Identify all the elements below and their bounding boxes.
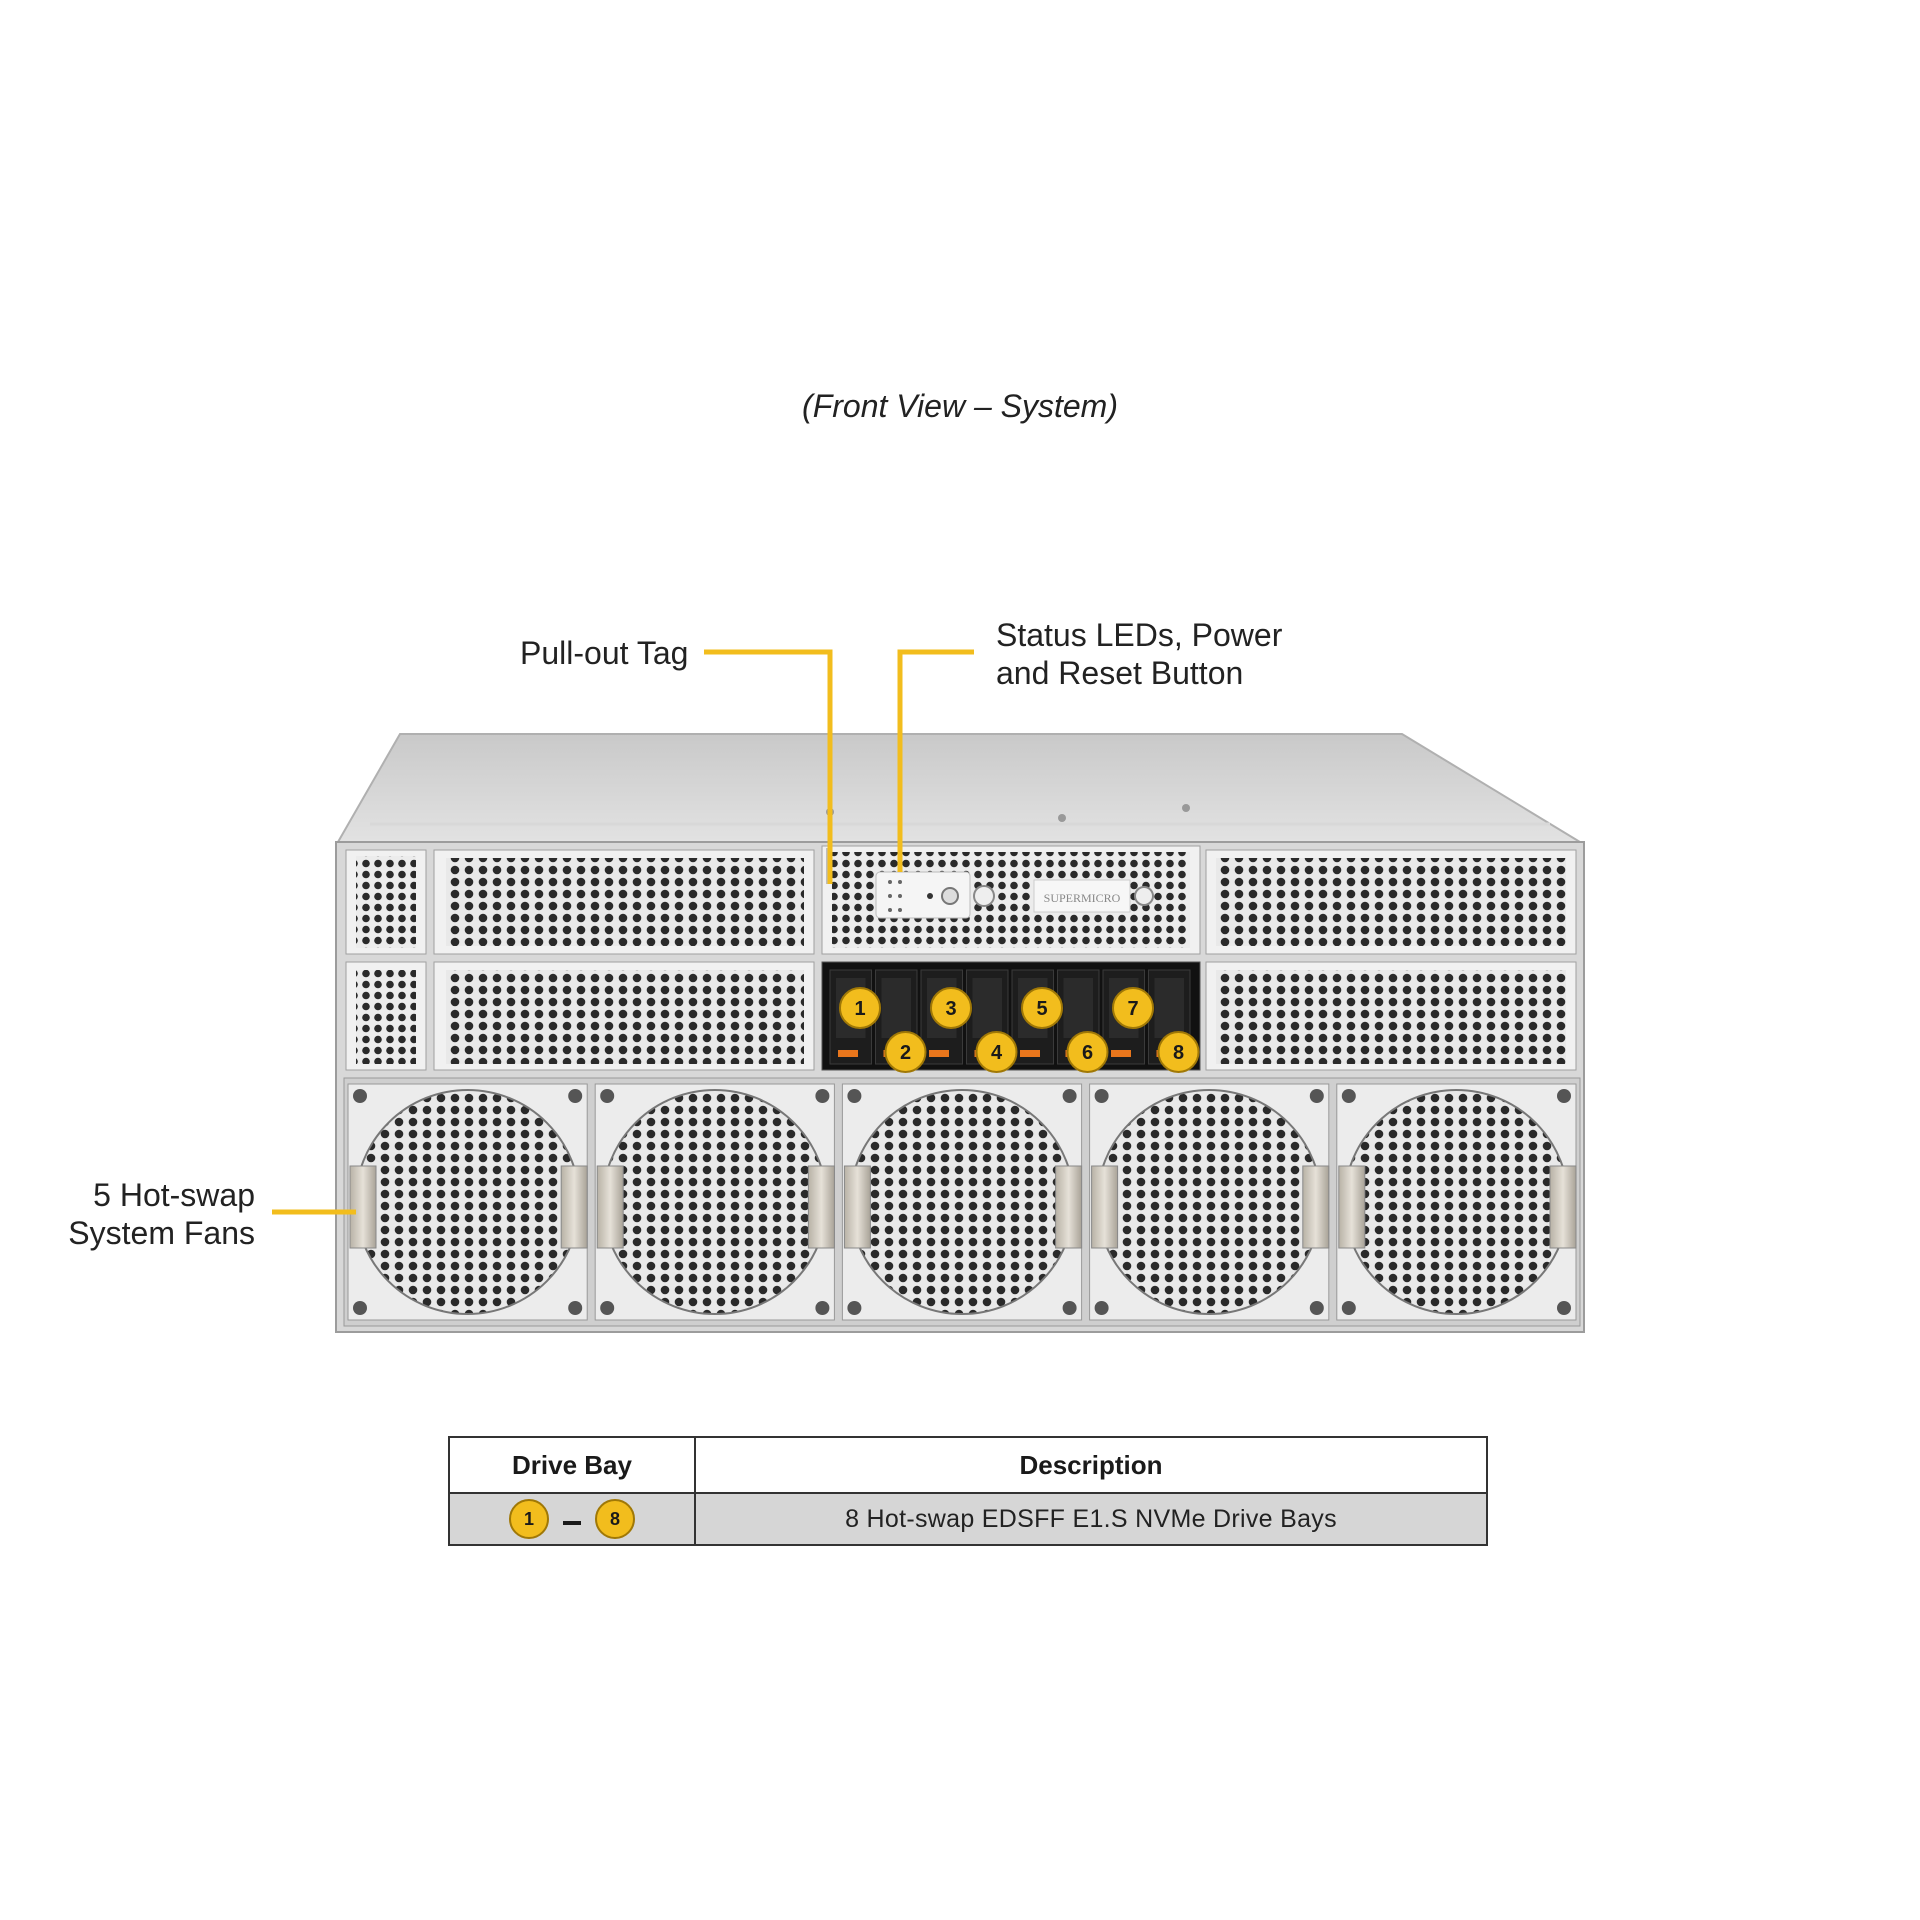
leader-pull-out-tag [704,649,833,884]
callout-fans-line2: System Fans [68,1215,255,1251]
badge-bay-start: 1 [509,1499,549,1539]
callout-fans-line1: 5 Hot-swap [93,1177,255,1213]
callout-pull-out-tag: Pull-out Tag [520,635,689,671]
drive-bay-table: Drive Bay Description 1 8 8 Hot-swap EDS… [448,1436,1488,1546]
brand-logo: SUPERMICRO [1044,891,1121,905]
drive-badge-6: 6 [1066,1031,1109,1073]
cell-drive-bay-range: 1 8 [450,1494,696,1544]
cell-description: 8 Hot-swap EDSFF E1.S NVMe Drive Bays [845,1504,1337,1533]
svg-text:3: 3 [945,998,956,1020]
range-dash [563,1521,581,1525]
header-drive-bay: Drive Bay [450,1438,696,1492]
svg-text:6: 6 [1082,1042,1093,1064]
table-row: 1 8 8 Hot-swap EDSFF E1.S NVMe Drive Bay… [450,1494,1486,1544]
callout-status-line2: and Reset Button [996,655,1244,691]
svg-text:7: 7 [1127,998,1138,1020]
drive-badge-4: 4 [975,1031,1018,1073]
drive-badge-1: 1 [839,987,881,1029]
drive-slot-6[interactable] [1057,969,1100,1065]
system-fan-3[interactable] [841,1083,1083,1321]
leader-status-leds [897,649,974,872]
callout-system-fans: 5 Hot-swap System Fans [50,1176,255,1252]
chassis-top [336,733,1584,843]
table-header-row: Drive Bay Description [450,1438,1486,1494]
brand-plate [1033,879,1131,913]
svg-text:5: 5 [1036,998,1047,1020]
svg-text:4: 4 [991,1042,1003,1064]
system-fan-5[interactable] [1336,1083,1577,1321]
callout-status-line1: Status LEDs, Power [996,617,1283,653]
drive-badge-8: 8 [1157,1031,1200,1073]
system-fan-4[interactable] [1089,1083,1330,1321]
drive-badge-3: 3 [930,987,972,1029]
badge-bay-end: 8 [595,1499,635,1539]
svg-text:1: 1 [854,998,865,1020]
drive-badge-7: 7 [1112,987,1154,1029]
system-fan-1[interactable] [347,1083,588,1321]
callout-status-leds: Status LEDs, Power and Reset Button [996,616,1282,692]
svg-text:8: 8 [1173,1042,1184,1064]
drive-badge-2: 2 [884,1031,927,1073]
svg-text:2: 2 [900,1042,911,1064]
system-fan-2[interactable] [594,1083,835,1321]
header-description: Description [1019,1449,1163,1480]
drive-badge-5: 5 [1021,987,1063,1029]
figure-caption: (Front View – System) [802,388,1118,424]
